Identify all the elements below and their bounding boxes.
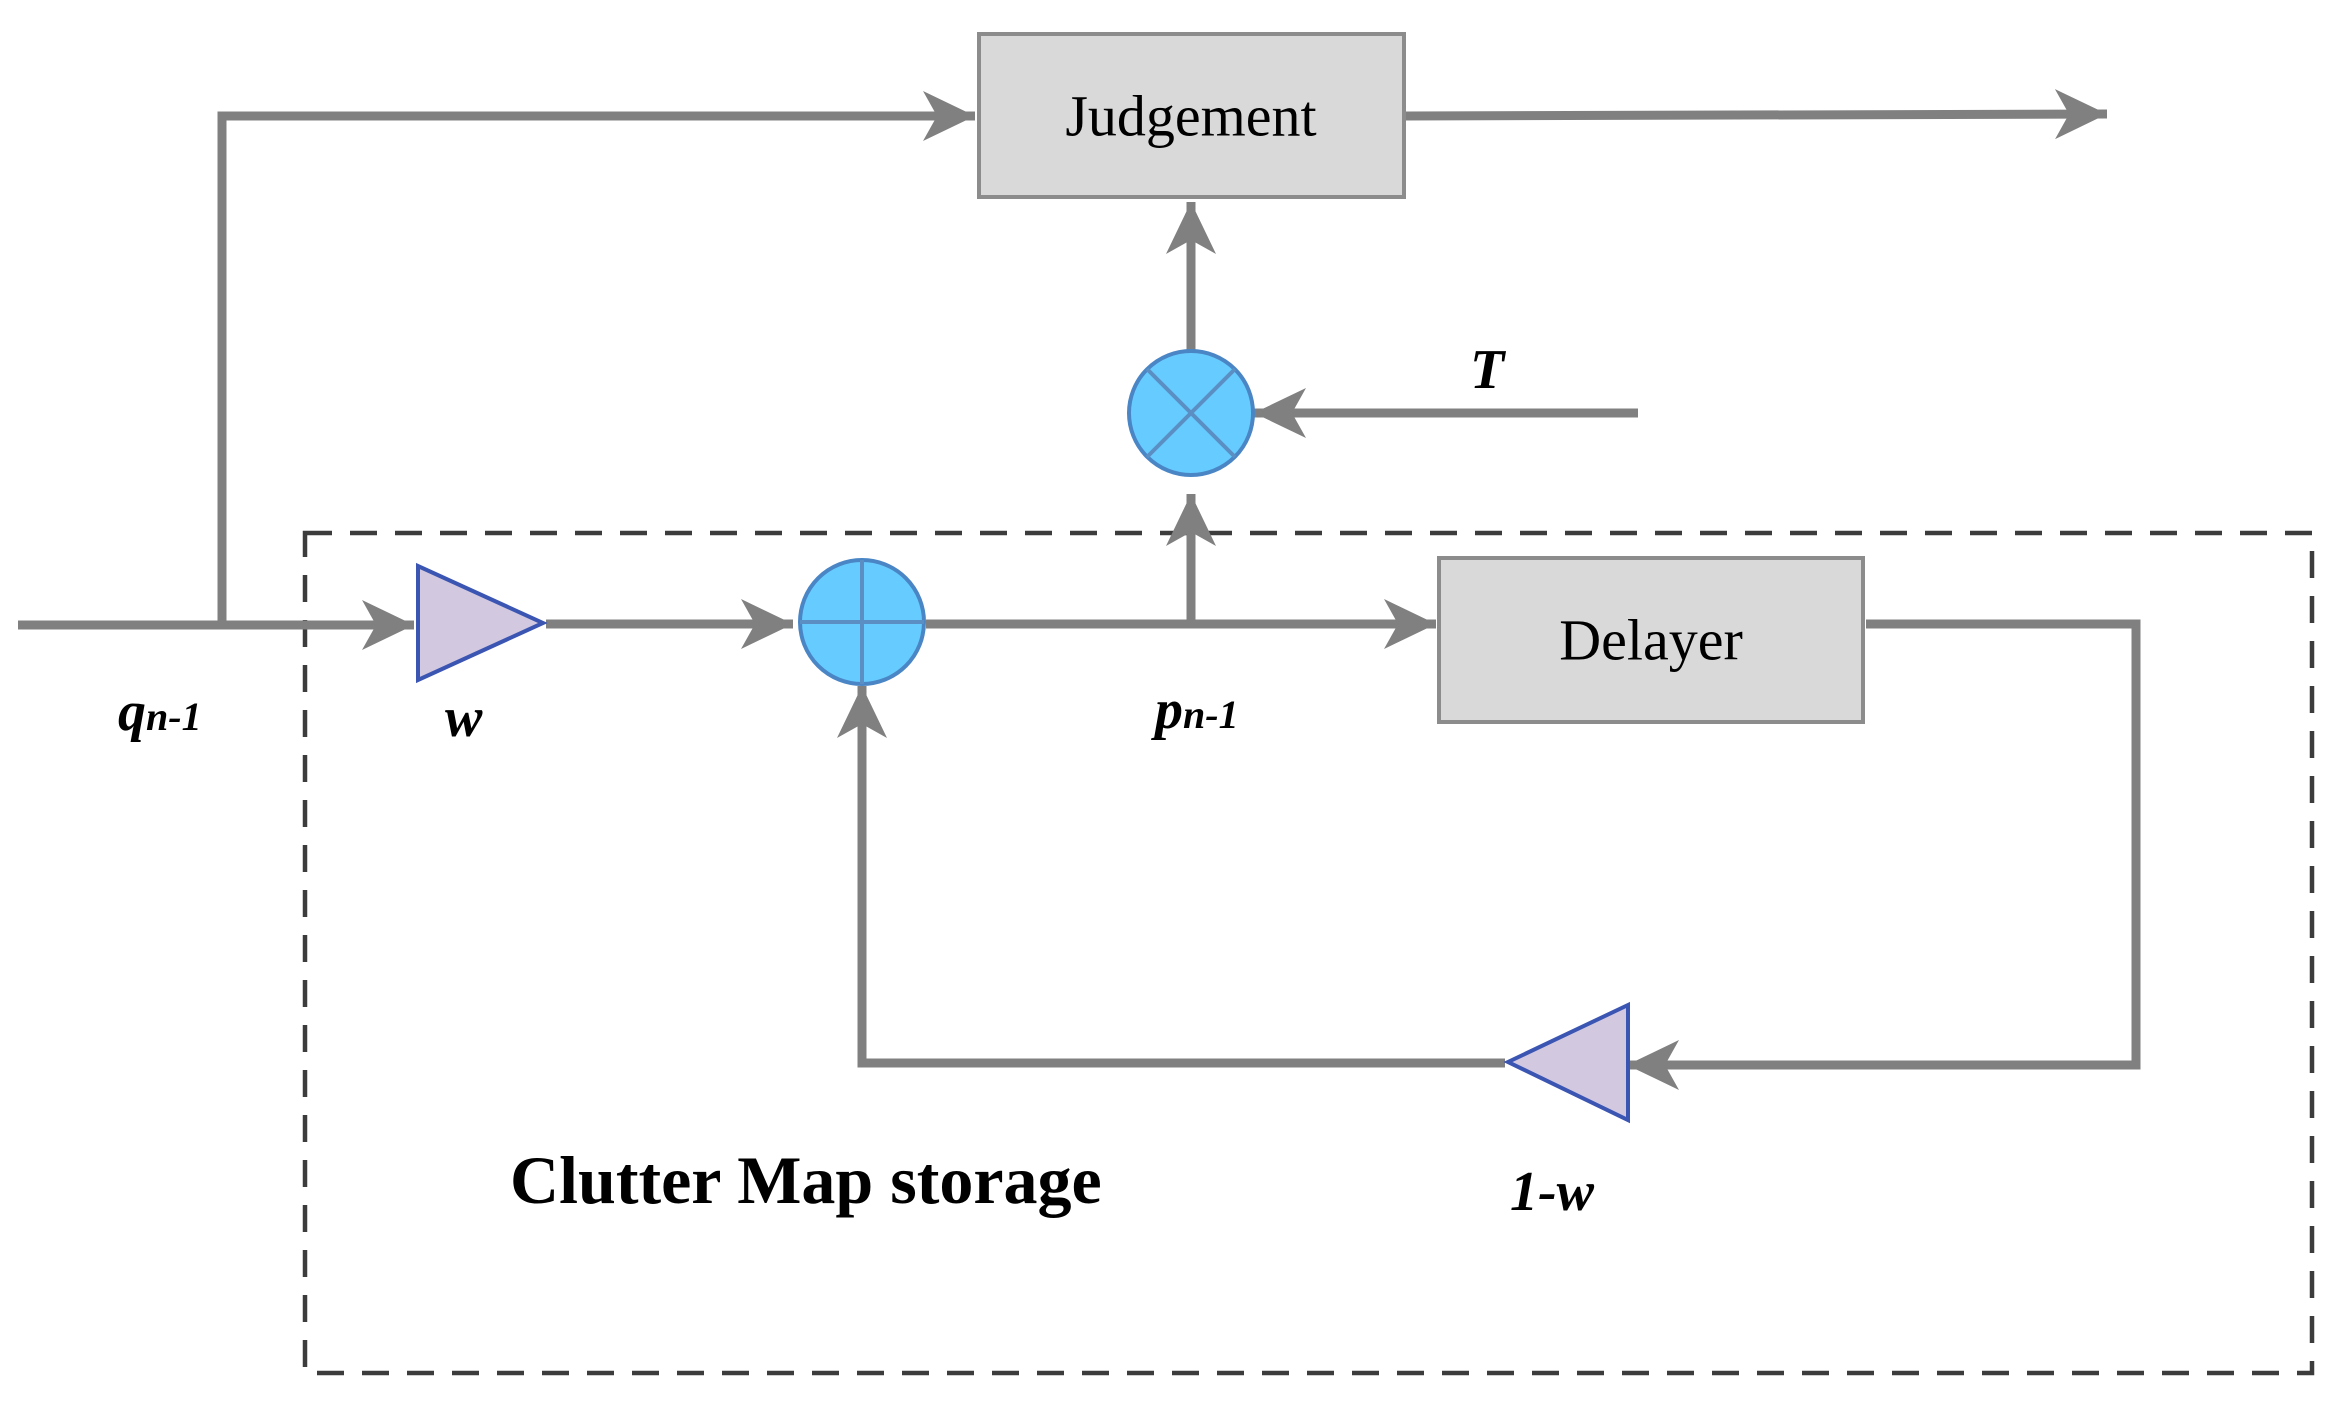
input-gain-amplifier-icon (416, 562, 548, 684)
multiplier-icon (1127, 349, 1255, 477)
state-signal-label: pn-1 (1151, 679, 1239, 741)
clutter-map-storage-region (302, 530, 2315, 1376)
feedback-to-adder-line (837, 686, 1505, 1068)
threshold-label: T (1470, 339, 1507, 401)
input-gain-label: w (445, 687, 483, 749)
state-signal-subscript: n-1 (1183, 692, 1239, 737)
delayer-feedback-line (1627, 619, 2141, 1090)
judgement-block: Judgement (977, 32, 1406, 199)
input-signal-label: qn-1 (118, 681, 202, 743)
delayer-block: Delayer (1437, 556, 1865, 724)
adder-icon (798, 558, 926, 686)
feedback-gain-amplifier-icon (1503, 1001, 1630, 1124)
bypass-line (217, 91, 975, 625)
judgement-label: Judgement (1065, 84, 1316, 149)
delayer-label: Delayer (1559, 608, 1743, 673)
region-label: Clutter Map storage (510, 1142, 1102, 1218)
state-signal-symbol: p (1151, 679, 1183, 741)
input-signal-subscript: n-1 (146, 694, 202, 739)
output-line (1405, 89, 2108, 140)
feedback-gain-label: 1-w (1510, 1161, 1595, 1223)
input-signal-symbol: q (118, 681, 146, 743)
